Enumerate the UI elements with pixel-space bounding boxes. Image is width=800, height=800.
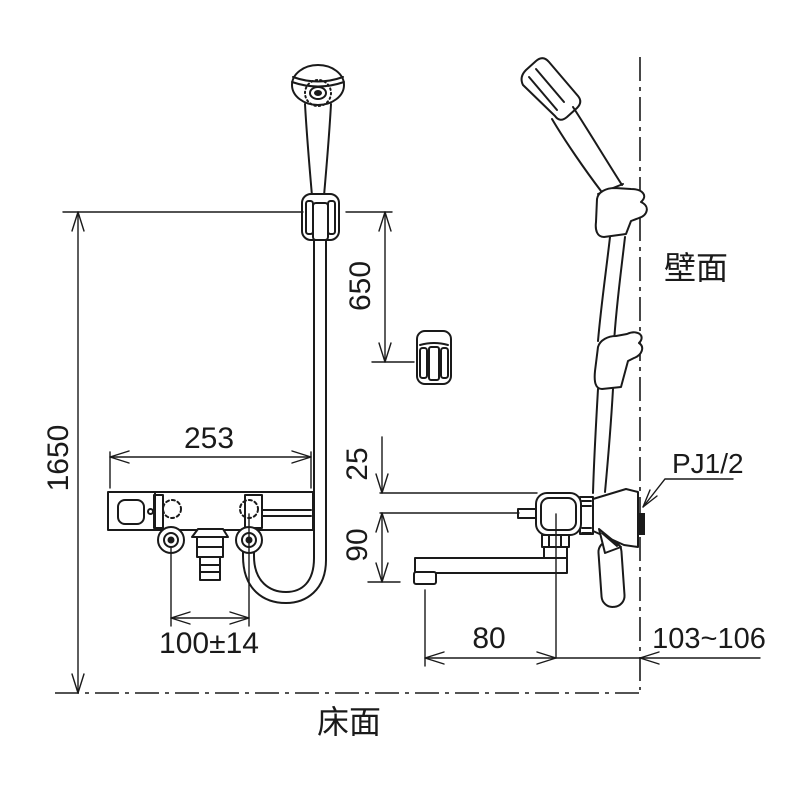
dim-650-value: 650 [344,261,377,311]
dim-80-value: 80 [472,622,505,655]
spout [414,557,568,574]
dimension-253: 253 [109,422,312,489]
wall-surface-label: 壁面 [664,250,728,286]
temperature-knob [117,499,145,525]
dim-253-value: 253 [184,422,234,455]
spout-connection-front [191,528,229,581]
shower-head-front [291,64,345,197]
shower-hose-side [592,236,626,494]
dimension-650: 650 [344,211,415,363]
eccentric-body [592,488,639,548]
dim-25-value: 25 [341,447,374,480]
left-inlet-center [162,499,182,519]
floor-surface-label: 床面 [317,704,381,740]
shower-holder-side [594,187,648,238]
wall-seal [637,513,645,535]
shower-holder-front [301,193,340,241]
handle-side [535,492,582,536]
spray-center [314,90,322,96]
spout-tip [413,571,437,585]
dim-103-106-value: 103~106 [652,623,766,655]
dimension-80-103: 80 103~106 [424,513,766,667]
faucet-body-front [107,491,314,581]
thread-size-label: PJ1/2 [672,448,744,479]
faucet-side [413,488,645,608]
dimension-25-90: 25 90 [341,436,538,583]
shower-hose-front [242,237,327,604]
dim-90-value: 90 [341,528,374,561]
side-view [413,57,648,608]
thread-callout: PJ1/2 [642,448,744,508]
hanger-bracket-side [593,331,644,390]
front-view [107,64,452,604]
dim-100-value: 100±14 [159,627,259,660]
hanger-bracket-front [416,330,452,385]
handle-pointer [517,508,537,519]
dim-1650-value: 1650 [42,425,75,492]
shower-head-side [520,57,624,195]
dimension-100-14: 100±14 [159,513,259,660]
